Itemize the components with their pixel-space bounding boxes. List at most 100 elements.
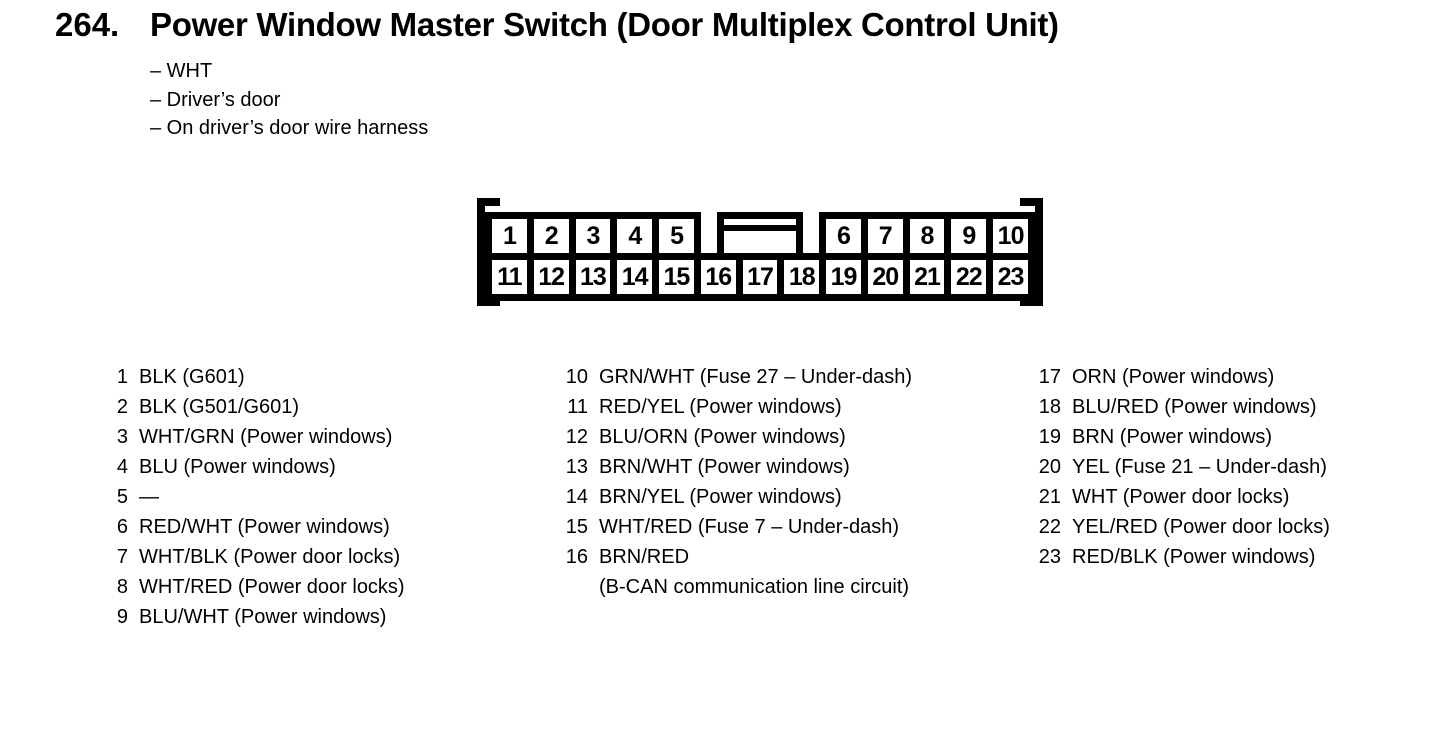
pin-label: BRN (Power windows)	[1072, 426, 1273, 448]
connector-pin-cell-7: 7	[867, 219, 903, 253]
pin-row-14: 14 BRN/YEL (Power windows)	[560, 482, 912, 512]
pin-number: 3	[116, 426, 128, 448]
pin-number: 4	[116, 456, 128, 478]
pin-label: RED/BLK (Power windows)	[1072, 546, 1316, 568]
connector-pin-cell-3: 3	[575, 219, 611, 253]
pin-number: 13	[565, 456, 588, 478]
page-title: Power Window Master Switch (Door Multipl…	[150, 6, 1059, 43]
pin-number: 1	[116, 366, 128, 388]
pin-label: YEL (Fuse 21 – Under-dash)	[1072, 456, 1327, 478]
pin-number: 6	[116, 516, 128, 538]
pin-number: 17	[1038, 366, 1061, 388]
pin-label: WHT/GRN (Power windows)	[139, 426, 393, 448]
pin-row-17: 17 ORN (Power windows)	[1033, 362, 1330, 392]
pin-label: WHT/RED (Power door locks)	[139, 576, 405, 598]
pin-label: ORN (Power windows)	[1072, 366, 1275, 388]
pin-number: 7	[116, 546, 128, 568]
pin-label: GRN/WHT (Fuse 27 – Under-dash)	[599, 366, 913, 388]
pin-row-8: 8 WHT/RED (Power door locks)	[110, 572, 405, 602]
page-header: 264. Power Window Master Switch (Door Mu…	[55, 6, 1059, 44]
pin-number: 8	[116, 576, 128, 598]
connector-pin-cell-8: 8	[909, 219, 945, 253]
connector-left-bottom-hook	[477, 298, 500, 306]
pin-number: 19	[1038, 426, 1061, 448]
connector-pin-cell-9: 9	[951, 219, 987, 253]
pin-label: BRN/YEL (Power windows)	[599, 486, 842, 508]
pin-label: BLK (G601)	[139, 366, 245, 388]
connector-left-flange	[477, 198, 485, 306]
pin-number: 23	[1038, 546, 1061, 568]
pin-number: 10	[565, 366, 588, 388]
connector-right-flange	[1035, 198, 1043, 306]
connector-pin-cell-1: 1	[492, 219, 527, 253]
connector-pin-cell-23: 23	[993, 260, 1028, 294]
pin-row-20: 20 YEL (Fuse 21 – Under-dash)	[1033, 452, 1330, 482]
connector-pin-cell-4: 4	[617, 219, 653, 253]
pin-number: 21	[1038, 486, 1061, 508]
bullet-item: – On driver’s door wire harness	[150, 117, 429, 140]
pin-number: 5	[116, 486, 128, 508]
pin-number: 18	[1038, 396, 1061, 418]
connector-pin-cell-5: 5	[659, 219, 694, 253]
pin-row-6: 6 RED/WHT (Power windows)	[110, 512, 405, 542]
pin-number: 16	[565, 546, 588, 568]
connector-pin-cell-20: 20	[867, 260, 903, 294]
connector-pin-cell-6: 6	[826, 219, 861, 253]
pin-row-21: 21 WHT (Power door locks)	[1033, 482, 1330, 512]
connector-pin-cell-16: 16	[700, 260, 736, 294]
pin-label: RED/YEL (Power windows)	[599, 396, 842, 418]
pin-label: BLU (Power windows)	[139, 456, 336, 478]
pin-row-4: 4 BLU (Power windows)	[110, 452, 405, 482]
connector-pin-cell-18: 18	[784, 260, 820, 294]
pin-row-18: 18 BLU/RED (Power windows)	[1033, 392, 1330, 422]
pin-label: BLU/ORN (Power windows)	[599, 426, 846, 448]
connector-pin-cell-21: 21	[909, 260, 945, 294]
bullet-item: – WHT	[150, 60, 213, 82]
pin-row-13: 13 BRN/WHT (Power windows)	[560, 452, 912, 482]
pin-label: YEL/RED (Power door locks)	[1072, 516, 1330, 538]
pin-label: BLU/RED (Power windows)	[1072, 396, 1317, 418]
pin-number: 2	[116, 396, 128, 418]
pin-column-3: 17 ORN (Power windows) 18 BLU/RED (Power wi…	[1033, 362, 1330, 572]
connector-keyway-line	[724, 225, 796, 231]
pin-row-7: 7 WHT/BLK (Power door locks)	[110, 542, 405, 572]
pin-number: 9	[116, 606, 128, 628]
bullet-list: – WHT – Driver’s door – On driver’s door w…	[150, 57, 428, 143]
pin-row-23: 23 RED/BLK (Power windows)	[1033, 542, 1330, 572]
pin-row-5: 5—	[110, 482, 405, 512]
pin-row-19: 19 BRN (Power windows)	[1033, 422, 1330, 452]
pin-column-1: 1 BLK (G601) 2 BLK (G501/G601) 3 WHT/GRN (Pow…	[110, 362, 405, 632]
connector-keyway-tab	[717, 212, 803, 260]
pin-row-2: 2 BLK (G501/G601)	[110, 392, 405, 422]
pin-label: WHT/RED (Fuse 7 – Under-dash)	[599, 516, 900, 538]
connector-pin-cell-15: 15	[659, 260, 694, 294]
pin-row-16: 16 BRN/RED(B-CAN communication line circu…	[560, 542, 912, 602]
connector-pin-cell-13: 13	[575, 260, 611, 294]
pin-number: 22	[1038, 516, 1061, 538]
connector-pin-cell-12: 12	[533, 260, 569, 294]
pin-label: BRN/RED(B-CAN communication line circuit…	[599, 546, 910, 598]
section-number: 264.	[55, 6, 120, 43]
connector-pin-cell-22: 22	[951, 260, 987, 294]
pin-number: 14	[565, 486, 588, 508]
pin-row-3: 3 WHT/GRN (Power windows)	[110, 422, 405, 452]
pin-number: 20	[1038, 456, 1061, 478]
pin-label: BRN/WHT (Power windows)	[599, 456, 850, 478]
bullet-item: – Driver’s door	[150, 88, 281, 111]
pin-label: BLK (G501/G601)	[139, 396, 300, 418]
pin-label: RED/WHT (Power windows)	[139, 516, 390, 538]
pin-label: WHT (Power door locks)	[1072, 486, 1290, 508]
connector-right-top-hook	[1020, 198, 1043, 206]
pin-row-12: 12 BLU/ORN (Power windows)	[560, 422, 912, 452]
pin-number: 12	[565, 426, 588, 448]
pin-label: WHT/BLK (Power door locks)	[139, 546, 401, 568]
